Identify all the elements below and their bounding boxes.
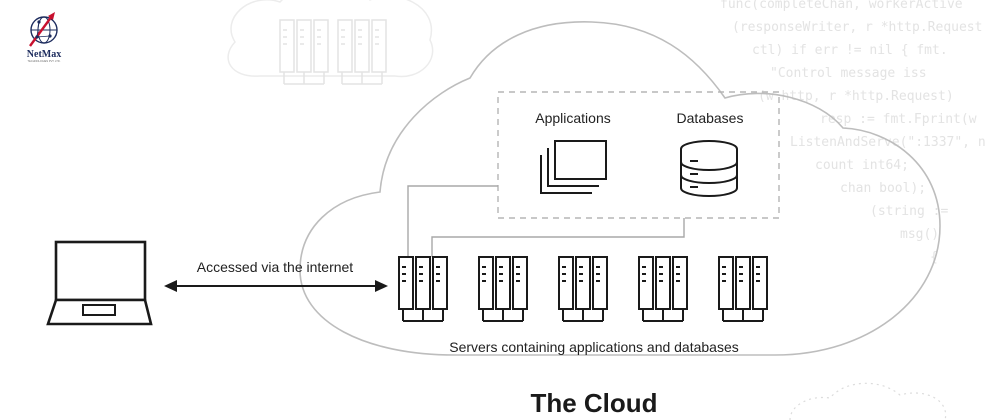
faint-cloud-top (227, 0, 434, 78)
background-code-line: func(completeChan, workerActive (720, 0, 963, 12)
background-code-line: "Control message iss (770, 66, 927, 81)
diagram-title: The Cloud (530, 388, 657, 418)
background-code-line: ListenAndServe(":1337", n (790, 135, 986, 150)
brand-logo: NetMax TECHNOLOGIES PVT. LTD. (27, 12, 61, 63)
faint-cloud-bottom (789, 382, 947, 420)
server-rack (398, 256, 448, 322)
applications-label: Applications (535, 110, 611, 126)
server-rack (558, 256, 608, 322)
background-code-line: ctl) if err != nil { fmt. (752, 43, 948, 58)
brand-name: NetMax (27, 49, 61, 60)
network-globe-logo-icon (29, 12, 58, 47)
databases-label: Databases (677, 110, 744, 126)
brand-tagline: TECHNOLOGIES PVT. LTD. (28, 59, 61, 63)
internet-access-label: Accessed via the internet (197, 259, 354, 275)
background-code-line: chan bool); (840, 181, 926, 196)
background-code-line: (responseWriter, r *http.Request (732, 20, 982, 35)
faint-server-racks (279, 19, 387, 85)
applications-icon (540, 140, 607, 194)
background-code-line: count int64; (815, 158, 909, 173)
server-rack (718, 256, 768, 322)
server-rack (638, 256, 688, 322)
servers-caption: Servers containing applications and data… (449, 339, 739, 355)
server-racks (398, 256, 768, 322)
background-code: func(completeChan, workerActive (response… (720, 0, 986, 265)
background-code-line: (w http, r *http.Request) (758, 89, 954, 104)
background-code-line: { (930, 250, 938, 265)
laptop-icon (46, 240, 153, 326)
cloud-outline (299, 21, 941, 356)
database-icon (680, 140, 738, 197)
server-rack (478, 256, 528, 322)
faint-server-rack (279, 19, 329, 85)
background-code-line: resp := fmt.Fprint(w (820, 112, 977, 127)
connector-lines (407, 185, 685, 257)
background-code-line: msg() (900, 227, 939, 242)
cloud-services-box (497, 91, 780, 219)
faint-server-rack (337, 19, 387, 85)
internet-arrow-icon (164, 280, 388, 292)
background-code-line: (string := (870, 204, 948, 219)
